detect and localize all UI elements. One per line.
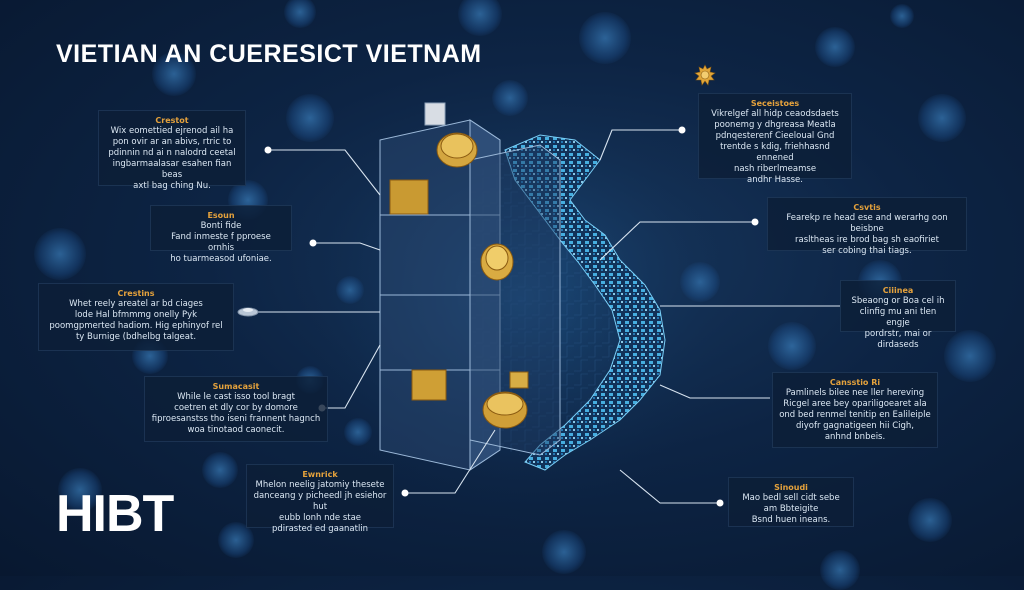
callout-line: Sbeaong or Boa cel ih bbox=[851, 296, 945, 306]
connector-lines bbox=[250, 129, 840, 504]
callout-line: rasltheas ire brod bag sh eaofiriet bbox=[794, 235, 939, 245]
callout-line: Bonti fide bbox=[200, 221, 242, 231]
callout-line: pon ovir ar an abivs, rtric to bbox=[112, 137, 232, 147]
bokeh-dot bbox=[202, 452, 238, 488]
callout-line: anhnd bnbeis. bbox=[824, 432, 886, 442]
bokeh-dot bbox=[815, 27, 855, 67]
callout-right-1: Seceistoes Vikrelgef all hidp ceaodsdaet… bbox=[698, 93, 852, 185]
callout-line: nash riberlmeamse bbox=[733, 164, 817, 174]
callout-line: Vikrelgef all hidp ceaodsdaets bbox=[711, 109, 839, 119]
callout-heading: Crestins bbox=[117, 289, 155, 298]
circuit-overlay bbox=[470, 150, 615, 455]
callout-line: Ricgel aree bey opariligoearet ala bbox=[783, 399, 927, 409]
callout-line: Whet reely areatel ar bd ciages bbox=[69, 299, 203, 309]
callout-heading: Sinoudi bbox=[774, 483, 808, 492]
callout-line: ingbarmaalasar esahen fian beas bbox=[112, 159, 232, 180]
callout-left-5: Ewnrick Mhelon neelig jatomiy thesete da… bbox=[246, 464, 394, 534]
callout-heading: Seceistoes bbox=[750, 99, 800, 108]
callout-left-4: Sumacasit While le cast isso tool bragt … bbox=[144, 376, 328, 442]
callout-line: Fand inmeste f pproese ornhis bbox=[171, 232, 271, 253]
callout-heading: Esoun bbox=[207, 211, 235, 220]
callout-line: clinfig mu ani tlen engje bbox=[859, 307, 937, 328]
callout-line: Mao bedl sell cidt sebe bbox=[742, 493, 840, 503]
page-title: VIETIAN AN CUERESICT VIETNAM bbox=[56, 40, 482, 68]
callout-line: ho tuarmeasod ufoniae. bbox=[170, 254, 272, 264]
bokeh-dot bbox=[890, 4, 914, 28]
callout-heading: Ciiinea bbox=[882, 286, 914, 295]
bokeh-dot bbox=[542, 530, 586, 574]
callout-line: woa tinotaod caonecit. bbox=[187, 425, 285, 435]
bokeh-dot bbox=[918, 94, 966, 142]
callout-right-2: Csvtis Fearekp re head ese and werarhg o… bbox=[767, 197, 967, 256]
callout-line: Wix eomettied ejrenod ail ha bbox=[110, 126, 234, 136]
small-device-icon bbox=[237, 307, 259, 317]
callout-right-5: Sinoudi Mao bedl sell cidt sebe am Bbtei… bbox=[728, 477, 854, 527]
callout-line: danceang y picheedl jh esiehor hut bbox=[253, 491, 387, 512]
callout-line: While le cast isso tool bragt bbox=[177, 392, 295, 402]
callout-line: pordrstr, mai or dirdaseds bbox=[864, 329, 932, 350]
callout-line: ond bed renmel tenitip en Ealileiple bbox=[779, 410, 931, 420]
bokeh-dot bbox=[218, 522, 254, 558]
bokeh-dot bbox=[286, 94, 334, 142]
callout-line: axtl bag ching Nu. bbox=[133, 181, 211, 191]
bokeh-dot bbox=[152, 52, 196, 96]
callout-line: lode Hal bfmmmg onelly Pyk bbox=[74, 310, 198, 320]
callout-line: coetren et dly cor by domore bbox=[174, 403, 298, 413]
callout-line: ty Burnige (bdhelbg talgeat. bbox=[75, 332, 197, 342]
callout-left-3: Crestins Whet reely areatel ar bd ciages… bbox=[38, 283, 234, 351]
gear-icon bbox=[694, 64, 716, 86]
callout-heading: Cansstio Ri bbox=[829, 378, 881, 387]
callout-line: pdirasted ed gaanatlin bbox=[271, 524, 369, 534]
callout-line: diyofr gagnatigeen hii Cigh, bbox=[795, 421, 914, 431]
callout-left-2: Esoun Bonti fide Fand inmeste f pproese … bbox=[150, 205, 292, 264]
callout-line: eubb lonh nde stae bbox=[278, 513, 362, 523]
callout-right-4: Cansstio Ri Pamlinels bilee nee ller her… bbox=[772, 372, 938, 448]
callout-line: Fearekp re head ese and werarhg oon beis… bbox=[786, 213, 948, 234]
callout-line: fiproesanstss tho iseni frannent hagnch bbox=[151, 414, 321, 424]
callout-right-3: Ciiinea Sbeaong or Boa cel ih clinfig mu… bbox=[840, 280, 956, 350]
callout-heading: Crestot bbox=[155, 116, 189, 125]
callout-line: poomgpmerted hadiom. Hig ephinyof rel bbox=[49, 321, 223, 331]
bokeh-dot bbox=[768, 322, 816, 370]
callout-line: Bsnd huen ineans. bbox=[751, 515, 831, 525]
callout-heading: Sumacasit bbox=[212, 382, 260, 391]
server-tower-illustration bbox=[379, 102, 561, 471]
callout-line: am Bbteigite bbox=[763, 504, 819, 514]
hibt-logo: HIBT bbox=[56, 485, 174, 543]
bokeh-dot bbox=[579, 12, 631, 64]
callout-heading: Ewnrick bbox=[302, 470, 338, 479]
gold-coins bbox=[389, 132, 529, 429]
callout-line: trentde s kdig, friehhasnd ennened bbox=[720, 142, 830, 163]
callout-left-1: Crestot Wix eomettied ejrenod ail ha pon… bbox=[98, 110, 246, 191]
bokeh-dot bbox=[284, 0, 316, 28]
callout-line: Mhelon neelig jatomiy thesete bbox=[255, 480, 385, 490]
callout-line: andhr Hasse. bbox=[747, 175, 803, 185]
callout-line: pdnqesterenf Cieeloual Gnd bbox=[715, 131, 835, 141]
callout-line: Pamlinels bilee nee ller hereving bbox=[785, 388, 925, 398]
callout-heading: Csvtis bbox=[853, 203, 881, 212]
callout-line: ser cobing thai tiags. bbox=[822, 246, 912, 256]
callout-line: poonemg y dhgreasa Meatla bbox=[714, 120, 836, 130]
bokeh-dot bbox=[458, 0, 502, 36]
bokeh-dot bbox=[944, 330, 996, 382]
bokeh-dot bbox=[908, 498, 952, 542]
bokeh-dot bbox=[58, 468, 102, 512]
callout-line: pdinnin nd ai n nalodrd ceetal bbox=[108, 148, 236, 158]
bokeh-dot bbox=[34, 228, 86, 280]
